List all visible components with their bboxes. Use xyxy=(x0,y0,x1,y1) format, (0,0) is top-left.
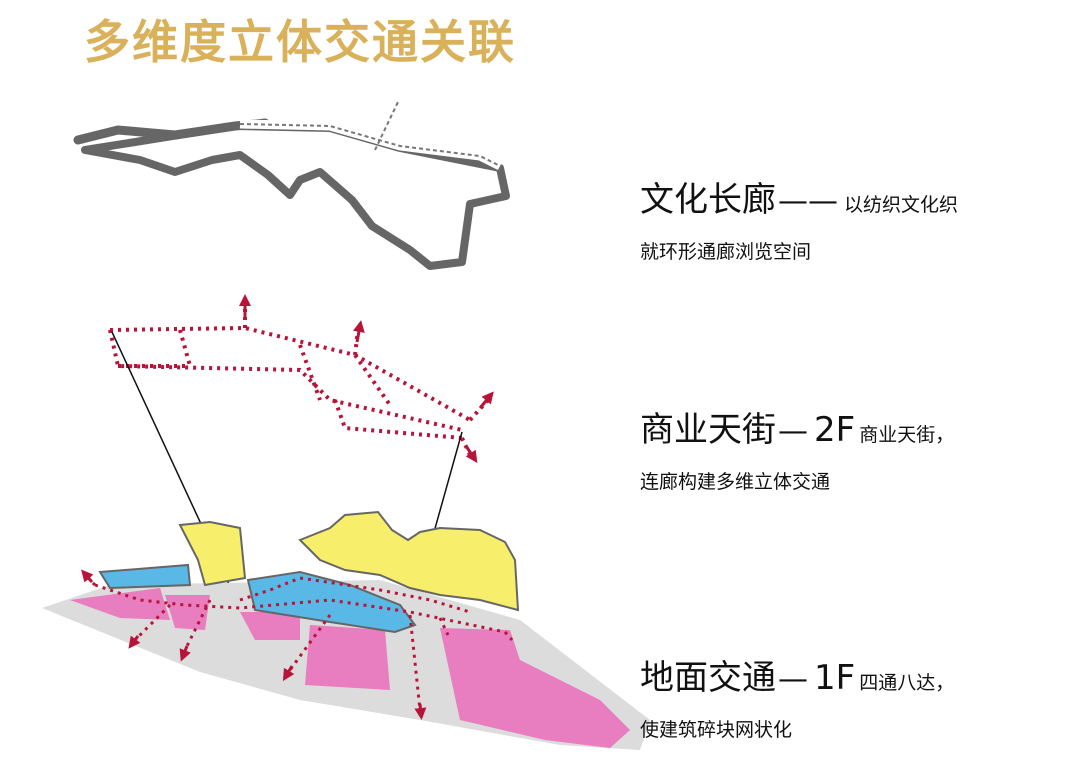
page-title: 多维度立体交通关联 xyxy=(84,15,516,69)
legend-dash: — xyxy=(778,414,808,449)
legend-desc-line2: 使建筑碎块网状化 xyxy=(640,719,793,741)
ground-arrows xyxy=(81,569,427,720)
legend-dash: — xyxy=(778,662,808,697)
legend-ground-traffic: 地面交通 — 1F 四通八达， 使建筑碎块网状化 xyxy=(640,650,954,742)
legend-dash: —— xyxy=(778,184,838,219)
legend-culture-corridor: 文化长廊 —— 以纺织文化织 就环形通廊浏览空间 xyxy=(640,172,958,264)
legend-desc-line2: 就环形通廊浏览空间 xyxy=(640,241,812,263)
legend-title: 商业天街 xyxy=(640,410,776,450)
legend-floor: 1F xyxy=(814,658,856,698)
legend-title: 地面交通 xyxy=(640,658,776,698)
skywalk-arrows xyxy=(239,294,494,463)
legend-desc-line1: 四通八达， xyxy=(859,672,955,694)
legend-desc-line1: 以纺织文化织 xyxy=(844,194,959,216)
legend-commercial-street: 商业天街 — 2F 商业天街， 连廊构建多维立体交通 xyxy=(640,402,954,494)
ground-level-blocks xyxy=(42,510,650,750)
legend-floor: 2F xyxy=(814,410,856,450)
legend-desc-line2: 连廊构建多维立体交通 xyxy=(640,471,831,493)
culture-corridor-loop xyxy=(73,101,510,270)
legend-desc-line1: 商业天街， xyxy=(859,424,955,446)
ground-route-network xyxy=(86,576,514,711)
skywalk-route-network xyxy=(108,305,490,456)
legend-title: 文化长廊 xyxy=(640,180,776,220)
